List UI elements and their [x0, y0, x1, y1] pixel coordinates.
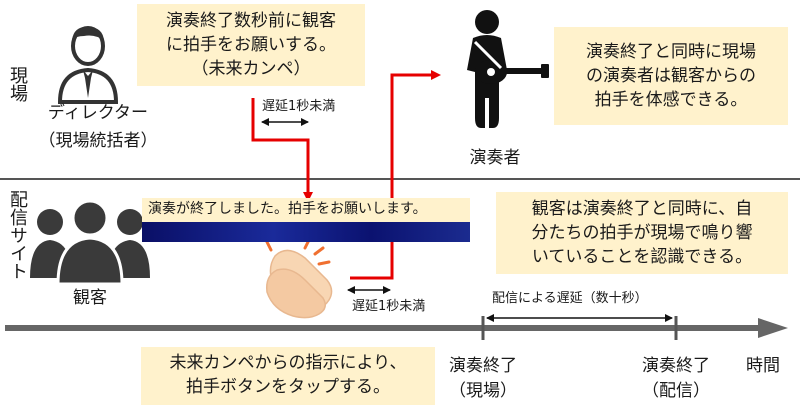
- venue-end-label: 演奏終了: [449, 356, 517, 376]
- audience-note-line: 分たちの拍手が現場で鳴り響: [531, 223, 753, 243]
- audience-note-line: いていることを認識できる。: [531, 247, 753, 267]
- director-icon: [57, 26, 119, 104]
- audience-note: 観客は演奏終了と同時に、自 分たちの拍手が現場で鳴り響 いていることを認識できる…: [496, 192, 788, 274]
- stream-banner-message: 演奏が終了しました。拍手をお願いします。: [142, 198, 470, 222]
- director-label: ディレクター: [47, 103, 149, 123]
- time-axis-arrowhead: [758, 318, 788, 338]
- director-note-line: に拍手をお願いする。: [166, 35, 336, 55]
- tap-note-line: 拍手ボタンをタップする。: [186, 377, 390, 397]
- performer-label: 演奏者: [469, 148, 521, 168]
- clapping-hands-icon: [265, 238, 333, 319]
- director-note-line: （未来カンペ）: [191, 59, 311, 79]
- performer-note: 演奏終了と同時に現場 の演奏者は観客からの 拍手を体感できる。: [554, 27, 788, 125]
- audience-icon: [30, 199, 150, 286]
- stream-end-sublabel: （配信）: [642, 381, 710, 401]
- performer-note-line: 拍手を体感できる。: [594, 90, 748, 110]
- director-note: 演奏終了数秒前に観客 に拍手をお願いする。 （未来カンペ）: [137, 4, 365, 86]
- venue-row-label: 現場: [6, 66, 28, 102]
- venue-end-sublabel: （現場）: [449, 381, 517, 401]
- red-arrow-audience-to-performer: [350, 70, 441, 280]
- director-note-line: 演奏終了数秒前に観客: [166, 11, 336, 31]
- tap-note-line: 未来カンペからの指示により、: [169, 353, 407, 373]
- time-axis-label: 時間: [746, 356, 780, 376]
- performer-note-line: 演奏終了と同時に現場: [586, 42, 756, 62]
- tap-note: 未来カンペからの指示により、 拍手ボタンをタップする。: [141, 347, 435, 405]
- venue-row-text: 現場: [7, 66, 28, 102]
- director-sublabel: （現場統括者）: [38, 131, 158, 151]
- guitarist-icon: [467, 10, 549, 128]
- audience-label: 観客: [73, 288, 107, 308]
- stream-end-label: 演奏終了: [642, 356, 710, 376]
- red-arrow-director-to-audience: [251, 98, 313, 202]
- lower-delay-label: 遅延1秒未満: [352, 299, 426, 314]
- upper-delay-label: 遅延1秒未満: [262, 99, 336, 114]
- stream-row-label: 配信サイト: [6, 190, 28, 280]
- performer-note-line: の演奏者は観客からの: [586, 66, 756, 86]
- stream-row-text: 配信サイト: [7, 190, 28, 280]
- stream-banner-video: [142, 222, 470, 242]
- audience-note-line: 観客は演奏終了と同時に、自: [531, 199, 753, 219]
- stream-delay-label: 配信による遅延（数十秒）: [492, 291, 648, 306]
